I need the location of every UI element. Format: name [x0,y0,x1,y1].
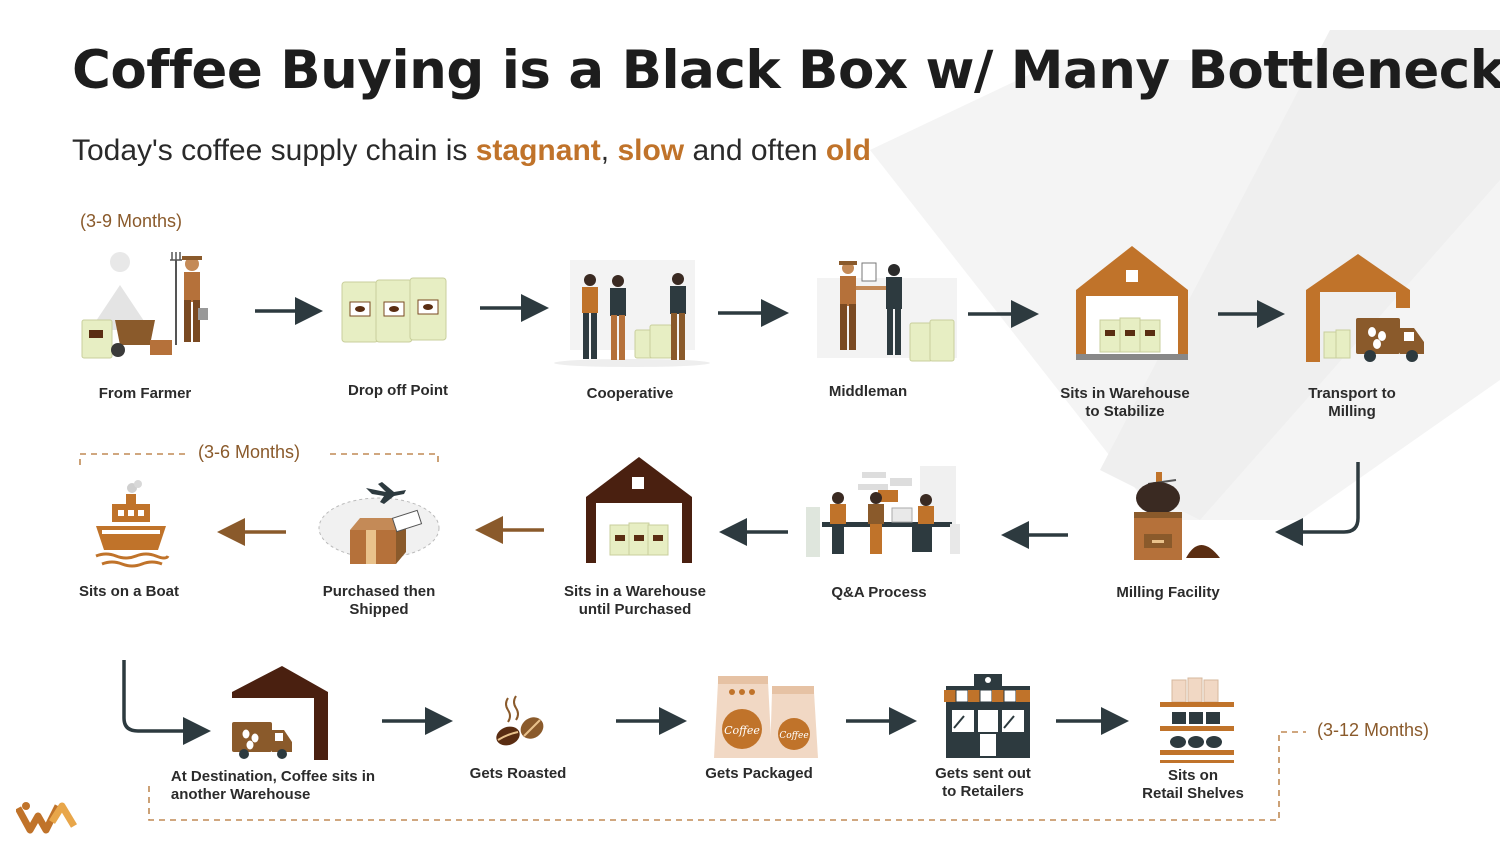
bracket-retail [148,731,1306,821]
qa-meeting-icon [806,466,960,557]
step-packaged-label: Gets Packaged [705,765,813,782]
svg-text:Coffee: Coffee [724,724,760,737]
highlight-old: old [825,134,871,167]
coffee-package-icon: Coffee Coffee [714,676,818,758]
page-title: Coffee Buying is a Black Box w/ Many Bot… [72,40,1500,101]
page-subtitle: Today's coffee supply chain is stagnant,… [72,134,871,167]
duration-farm-stage: (3-9 Months) [80,211,183,231]
middleman-handshake-icon [817,261,957,362]
retail-shelves-icon [1160,677,1234,763]
highlight-slow: slow [617,134,685,167]
dark-warehouse-icon [586,457,692,563]
duration-shipping-stage: (3-6 Months) [198,442,301,462]
step-milling-label: Milling Facility [1116,584,1220,601]
destination-warehouse-truck-icon [232,666,328,760]
company-logo [16,802,78,834]
step-roasted-label: Gets Roasted [469,765,567,782]
highlight-stagnant: stagnant [475,134,601,167]
retail-store-icon [944,674,1030,758]
duration-retail-stage: (3-12 Months) [1317,720,1430,740]
arrow-turn-down-right [1275,462,1360,546]
warehouse-truck-icon [1306,254,1424,362]
shipping-box-plane-icon [318,482,440,564]
roasted-beans-icon [496,695,544,746]
step-qa-label: Q&A Process [831,584,927,601]
step-cooperative-label: Cooperative [586,385,674,402]
arrow-turn-down-left [122,660,211,745]
cargo-boat-icon [95,480,170,568]
step-middleman-label: Middleman [828,383,908,400]
warehouse-icon [1076,246,1188,360]
coffee-grinder-icon [1134,472,1220,560]
bracket-shipping [79,453,439,465]
coffee-bags-icon [341,277,447,343]
step-drop-off-label: Drop off Point [348,382,448,399]
step-from-farmer-label: From Farmer [98,385,192,402]
cooperative-people-icon [554,260,710,367]
farmer-icon [81,252,208,359]
svg-text:Coffee: Coffee [779,731,808,741]
step-boat-label: Sits on a Boat [78,583,180,600]
